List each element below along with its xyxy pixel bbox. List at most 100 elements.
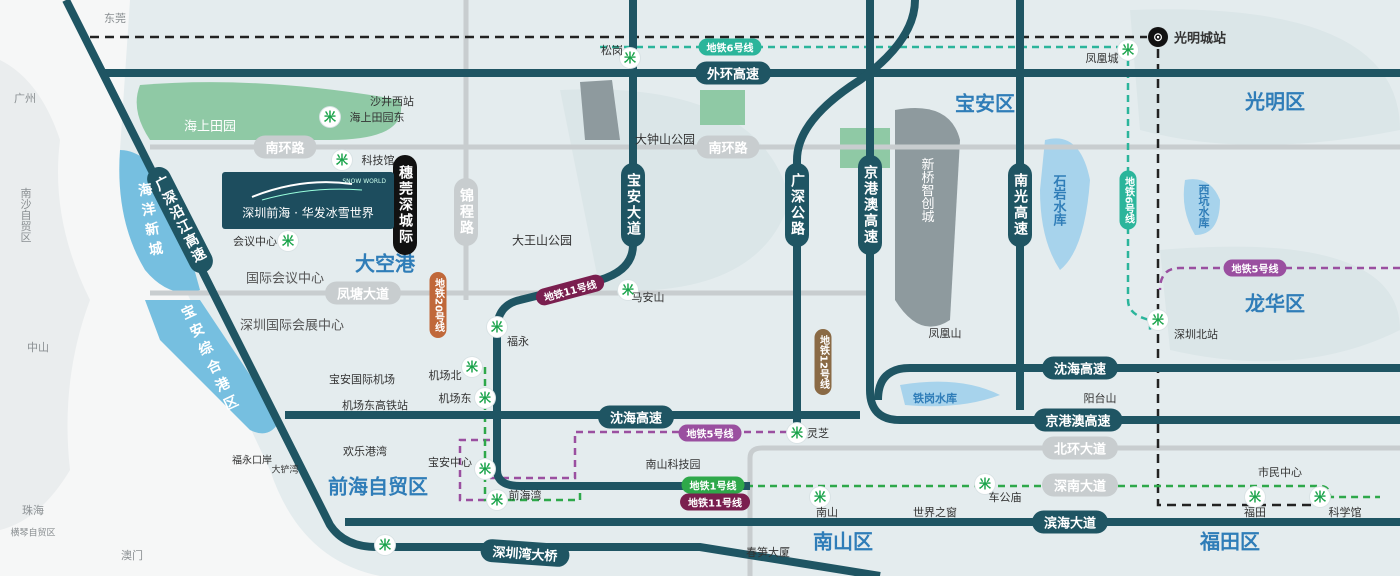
metro-icon[interactable]: ⽶ xyxy=(375,535,395,555)
xinqiao-city xyxy=(895,108,960,327)
metro-icon[interactable]: ⽶ xyxy=(810,487,830,507)
road-label-binhai: 滨海大道 xyxy=(1031,510,1109,534)
road-label-shenhai: 沈海高速 xyxy=(1041,356,1119,380)
beihuan-road xyxy=(747,445,1400,576)
west-land xyxy=(0,60,90,530)
metro-icon[interactable]: ⽶ xyxy=(1245,487,1265,507)
landmark-huanle-harbor: 欢乐港湾 xyxy=(343,445,387,458)
road-label-guangshen: 广深公路 xyxy=(785,163,809,247)
shiyan-reservoir xyxy=(1040,138,1090,270)
baoan-avenue xyxy=(493,0,750,490)
metro-icon[interactable]: ⽶ xyxy=(462,357,482,377)
road-label-waihuan: 外环高速 xyxy=(694,61,772,85)
project-logo-text: SNOW WORLD xyxy=(342,178,386,185)
project-card[interactable]: SNOW WORLD 深圳前海 · 华发冰雪世界 xyxy=(222,172,394,229)
road-label-beihuan: 北环大道 xyxy=(1041,436,1119,460)
district-longhua: 龙华区 xyxy=(1245,291,1305,316)
region-nansha: 南沙自贸区 xyxy=(19,187,32,243)
metro-icon[interactable]: ⽶ xyxy=(620,48,640,68)
metro-label-12: 地铁12号线 xyxy=(814,329,832,395)
station-fuyong: 福永 xyxy=(507,335,529,348)
metro-label-5: 地铁5号线 xyxy=(1223,259,1287,277)
landmark-convention-center: 国际会议中心 xyxy=(245,271,325,287)
station-jichangbei: 机场北 xyxy=(428,369,462,382)
landmark-xikeng-reservoir: 西坑水库 xyxy=(1197,184,1210,228)
metro-label-6: 地铁6号线 xyxy=(698,38,762,56)
station-fenghuangcheng: 凤凰城 xyxy=(1085,52,1119,65)
shenzhen-land xyxy=(120,0,1400,576)
station-qianhaiwan: 前海湾 xyxy=(508,489,542,502)
station-lingzhi: 灵芝 xyxy=(807,427,829,440)
road-label-jinggangao: 京港澳高速 xyxy=(858,155,882,255)
landmark-dachan-bay: 大铲湾 xyxy=(271,465,299,476)
landmark-tiegang-reservoir: 铁岗水库 xyxy=(913,392,957,405)
road-label-fengtang: 凤塘大道 xyxy=(324,281,402,305)
metro-icon[interactable]: ⽶ xyxy=(475,388,495,408)
station-huiyizhongxin: 会议中心 xyxy=(233,235,277,248)
metro-icon[interactable]: ⽶ xyxy=(332,150,352,170)
guangshen-road xyxy=(793,0,919,440)
shenhai-expressway xyxy=(285,364,1400,419)
metro-label-6: 地铁6号线 xyxy=(1119,170,1137,230)
station-shajingxi: 沙井西站 xyxy=(370,95,414,108)
region-guangzhou: 广州 xyxy=(14,92,36,105)
station-guangmingcheng: 光明城站 xyxy=(1173,31,1227,47)
road-label-jinggangao: 京港澳高速 xyxy=(1033,408,1123,432)
station-chegongmiao: 车公庙 xyxy=(988,491,1022,504)
park xyxy=(700,90,745,125)
metro-icon[interactable]: ⽶ xyxy=(975,474,995,494)
landmark-fuyong-port: 福永口岸 xyxy=(232,455,272,467)
landmark-fenghuangshan: 凤凰山 xyxy=(928,327,962,340)
metro-icon[interactable]: ⽶ xyxy=(787,423,807,443)
landmark-haishang-tianyuan: 海上田园 xyxy=(183,119,237,135)
station-shiminzhongxin: 市民中心 xyxy=(1258,466,1302,479)
station-futian: 福田 xyxy=(1244,506,1266,519)
metro-icon[interactable]: ⽶ xyxy=(320,107,340,127)
metro-label-11: 地铁11号线 xyxy=(680,493,750,511)
grey-block xyxy=(580,80,620,140)
landmark-airport-rail-station: 机场东高铁站 xyxy=(342,399,408,412)
landmark-dawangshan-park: 大王山公园 xyxy=(511,233,573,248)
metro-icon[interactable]: ⽶ xyxy=(1118,40,1138,60)
road-label-baoan-avenue: 宝安大道 xyxy=(621,163,645,247)
metro-icon[interactable]: ⽶ xyxy=(487,490,507,510)
station-nanshan: 南山 xyxy=(816,506,838,519)
metro-label-1: 地铁1号线 xyxy=(681,476,745,494)
landmark-yangtaishan: 阳台山 xyxy=(1083,392,1117,405)
region-zhuhai: 珠海 xyxy=(22,504,44,517)
district-nanshan: 南山区 xyxy=(813,529,873,554)
train-station-icon[interactable]: ⊙ xyxy=(1148,27,1168,47)
station-jichangdong: 机场东 xyxy=(438,392,472,405)
landmark-chunsun-tower: 春笋大厦 xyxy=(746,546,790,559)
landmark-dazhongshan-park: 大钟山公园 xyxy=(634,132,696,147)
station-kexueguan: 科学馆 xyxy=(1328,506,1362,519)
station-shijiezhichuang: 世界之窗 xyxy=(913,506,957,519)
landmark-exhibition-center: 深圳国际会展中心 xyxy=(239,318,345,334)
station-shenzhenbei: 深圳北站 xyxy=(1174,328,1218,341)
metro-icon[interactable]: ⽶ xyxy=(278,231,298,251)
station-haishang-east: 海上田园东 xyxy=(349,111,405,124)
region-zhongshan: 中山 xyxy=(27,341,49,354)
metro-label-intercity: 穗莞深城际 xyxy=(393,155,417,255)
region-macau: 澳门 xyxy=(121,549,143,562)
station-kejiguan: 科技馆 xyxy=(361,154,395,167)
district-bubble xyxy=(1130,9,1400,145)
metro-icon[interactable]: ⽶ xyxy=(475,459,495,479)
metro-icon[interactable]: ⽶ xyxy=(487,317,507,337)
region-hengqin: 横琴自贸区 xyxy=(10,528,56,539)
district-baoan: 宝安区 xyxy=(955,91,1015,116)
metro-label-20: 地铁20号线 xyxy=(429,272,447,338)
district-bubble xyxy=(1160,246,1400,362)
metro-icon[interactable]: ⽶ xyxy=(1148,310,1168,330)
metro-icon[interactable]: ⽶ xyxy=(618,280,638,300)
station-baoanzhongxin: 宝安中心 xyxy=(428,456,472,469)
district-dakonggang: 大空港 xyxy=(355,251,415,276)
road-label-shenhai: 沈海高速 xyxy=(597,405,675,429)
metro-icon[interactable]: ⽶ xyxy=(1310,487,1330,507)
road-label-nanhuan: 南环路 xyxy=(696,135,760,159)
district-guangming: 光明区 xyxy=(1245,89,1305,114)
road-label-nanhuan: 南环路 xyxy=(253,135,317,159)
station-maanshan: 马安山 xyxy=(631,291,665,304)
metro-6-line xyxy=(600,45,1152,330)
